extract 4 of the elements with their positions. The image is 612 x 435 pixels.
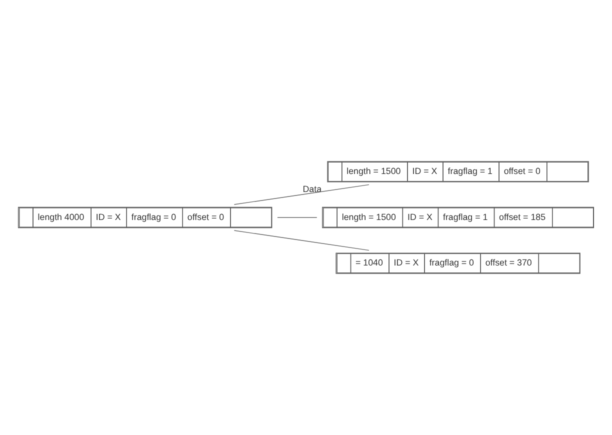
node-label: Data xyxy=(302,184,322,194)
connector xyxy=(234,230,370,251)
connector xyxy=(277,217,318,218)
connector xyxy=(234,184,370,205)
